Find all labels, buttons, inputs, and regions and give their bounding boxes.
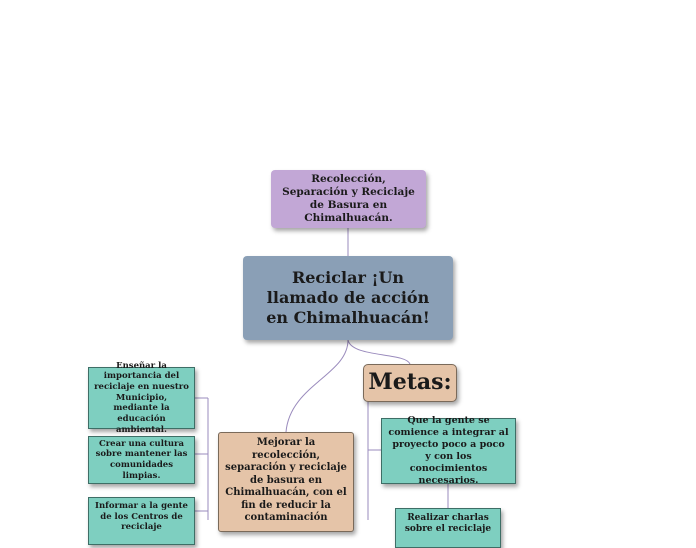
node-central-topic-text: Reciclar ¡Un llamado de acción en Chimal… [266, 268, 430, 327]
node-topic-recoleccion[interactable]: Recolección, Separación y Reciclaje de B… [271, 170, 426, 228]
node-left-ensenar-text: Enseñar la importancia del reciclaje en … [94, 360, 189, 435]
node-central-topic[interactable]: Reciclar ¡Un llamado de acción en Chimal… [243, 256, 453, 340]
node-objective-text: Mejorar la recolección, separación y rec… [225, 437, 347, 523]
node-goal-integrate-text: Que la gente se comience a integrar al p… [388, 415, 509, 486]
node-goal-integrate[interactable]: Que la gente se comience a integrar al p… [381, 415, 516, 486]
node-left-informar-text: Informar a la gente de los Centros de re… [95, 501, 188, 533]
node-left-cultura-text: Crear una cultura sobre mantener las com… [95, 438, 188, 481]
node-topic-recoleccion-text: Recolección, Separación y Reciclaje de B… [282, 172, 415, 225]
node-metas-text: Metas: [368, 369, 452, 396]
node-metas[interactable]: Metas: [363, 364, 457, 402]
connector-lines [195, 228, 449, 520]
node-goal-charlas[interactable]: Realizar charlas sobre el reciclaje [395, 508, 501, 548]
node-goal-charlas-text: Realizar charlas sobre el reciclaje [404, 513, 492, 535]
connector-center-metas [347, 339, 411, 365]
node-objective[interactable]: Mejorar la recolección, separación y rec… [218, 432, 354, 532]
node-left-cultura[interactable]: Crear una cultura sobre mantener las com… [88, 436, 195, 484]
node-left-ensenar[interactable]: Enseñar la importancia del reciclaje en … [88, 361, 195, 435]
connector-center-objective [285, 339, 349, 433]
node-left-informar[interactable]: Informar a la gente de los Centros de re… [88, 497, 195, 545]
